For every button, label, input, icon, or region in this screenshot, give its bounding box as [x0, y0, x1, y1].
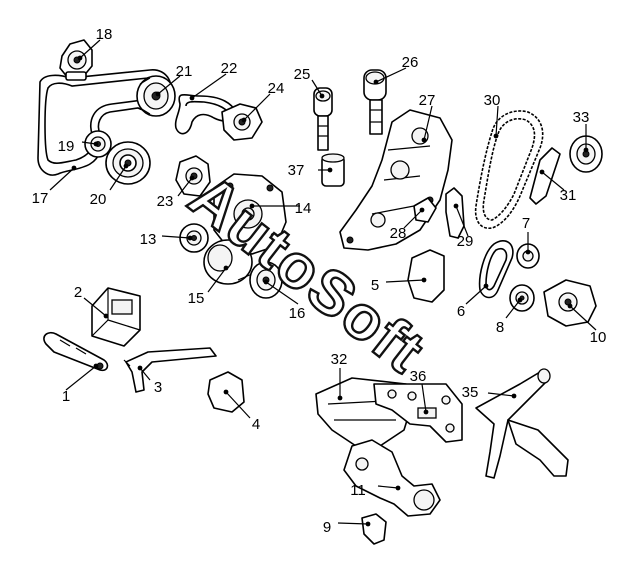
callout-37: 37: [288, 162, 305, 179]
part-drawings: [37, 39, 603, 545]
callout-26: 26: [402, 54, 419, 71]
part-37-sleeve: [321, 153, 345, 187]
part-17-accessory-belt: [37, 69, 172, 176]
callout-28: 28: [390, 225, 407, 242]
part-9-sensor: [361, 513, 387, 545]
callout-25: 25: [294, 66, 311, 83]
callout-8: 8: [496, 319, 504, 336]
callout-14: 14: [295, 200, 312, 217]
callout-1: 1: [62, 388, 70, 405]
callout-22: 22: [221, 60, 238, 77]
part-28-bracket: [413, 197, 437, 223]
callout-18: 18: [96, 26, 113, 43]
leader-lines: [49, 39, 597, 527]
part-13-pulley: [179, 223, 209, 253]
part-30-timing-chain: [474, 110, 544, 230]
part-18-belt-tensioner: [59, 39, 93, 81]
callout-5: 5: [371, 277, 379, 294]
callout-13: 13: [140, 231, 157, 248]
callout-3: 3: [154, 379, 162, 396]
callout-16: 16: [289, 305, 306, 322]
part-10-pump: [543, 279, 597, 327]
callout-19: 19: [58, 138, 75, 155]
callout-2: 2: [74, 284, 82, 301]
callout-21: 21: [176, 63, 193, 80]
callout-9: 9: [323, 519, 331, 536]
callout-20: 20: [90, 191, 107, 208]
part-21-pulley: [136, 75, 176, 117]
part-33-sprocket: [569, 135, 603, 173]
callout-24: 24: [268, 80, 285, 97]
part-26-plug: [363, 69, 387, 135]
callout-32: 32: [331, 351, 348, 368]
callout-6: 6: [457, 303, 465, 320]
part-29-guide-rail: [445, 187, 465, 239]
part-35-pipe: [475, 368, 569, 479]
part-24-pulley-bracket: [221, 103, 263, 141]
part-15-alternator: [203, 239, 253, 285]
callout-23: 23: [157, 193, 174, 210]
part-2-module: [91, 287, 141, 347]
callout-33: 33: [573, 109, 590, 126]
part-14-pump-housing: [213, 173, 287, 255]
part-22-small-belt: [174, 93, 237, 135]
part-36-gasket: [373, 383, 463, 443]
callout-36: 36: [410, 368, 427, 385]
part-8-gear: [509, 284, 535, 312]
part-20-crank-pulley: [105, 141, 151, 185]
part-5-cover: [407, 249, 445, 303]
callout-7: 7: [522, 215, 530, 232]
callout-27: 27: [419, 92, 436, 109]
callout-35: 35: [462, 384, 479, 401]
part-3-pipe: [123, 347, 217, 393]
callout-29: 29: [457, 233, 474, 250]
part-31-chain-guide: [529, 147, 561, 205]
callout-10: 10: [590, 329, 607, 346]
callout-4: 4: [252, 416, 260, 433]
part-6-belt: [478, 240, 514, 299]
callout-15: 15: [188, 290, 205, 307]
callout-11: 11: [350, 482, 366, 499]
callout-17: 17: [32, 190, 49, 207]
callout-31: 31: [560, 187, 577, 204]
callout-30: 30: [484, 92, 501, 109]
